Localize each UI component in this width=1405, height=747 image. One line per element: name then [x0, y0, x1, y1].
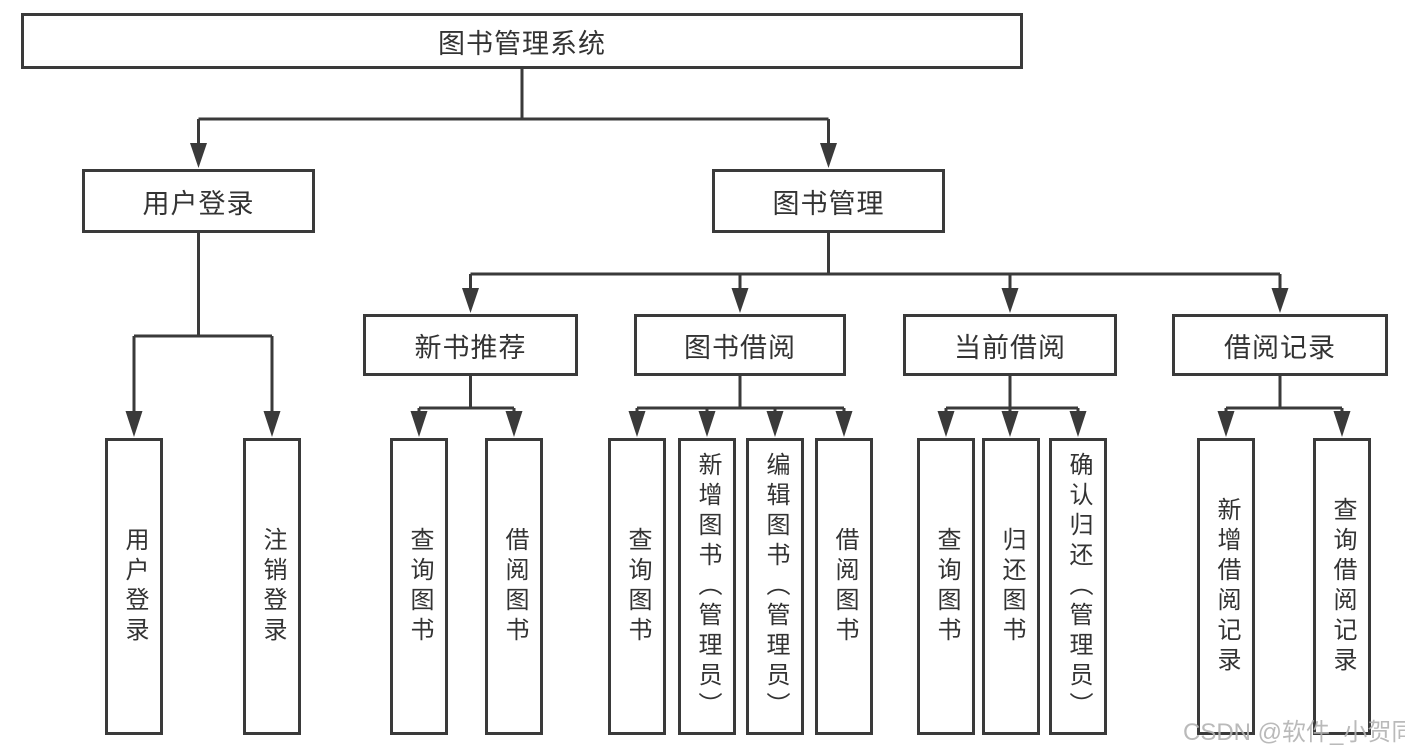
node-current-borrowing: 当前借阅 — [903, 314, 1117, 376]
leaf-label: 查询图书 — [933, 526, 960, 647]
leaf-label: 借阅图书 — [831, 526, 858, 647]
node-label: 当前借阅 — [954, 332, 1066, 363]
node-borrowing-records: 借阅记录 — [1172, 314, 1388, 376]
leaf-label: 新增借阅记录 — [1213, 496, 1240, 677]
leaf-add-books-admin: 新增图书（管理员） — [678, 438, 736, 735]
leaf-add-borrow-record: 新增借阅记录 — [1197, 438, 1255, 735]
node-library-management-system: 图书管理系统 — [21, 13, 1023, 69]
connector-line — [197, 69, 830, 146]
leaf-label: 注销登录 — [259, 526, 286, 647]
leaf-label: 编辑图书（管理员） — [762, 451, 789, 722]
arrowhead-down-icon — [462, 288, 1289, 313]
leaf-label: 用户登录 — [121, 526, 148, 647]
leaf-return-books: 归还图书 — [982, 438, 1040, 735]
connector-user-login-to-leaves — [125, 233, 281, 437]
leaf-label: 查询图书 — [624, 526, 651, 647]
connector-root-to-level2 — [190, 69, 837, 168]
leaf-label: 查询图书 — [406, 526, 433, 647]
leaf-edit-books-admin: 编辑图书（管理员） — [746, 438, 804, 735]
arrowhead-down-icon — [937, 411, 1087, 437]
leaf-label: 查询借阅记录 — [1329, 496, 1356, 677]
connector-line — [132, 233, 274, 414]
connector-book-management-to-level3 — [462, 233, 1289, 313]
connector-line — [417, 376, 516, 414]
node-new-book-recommendation: 新书推荐 — [363, 314, 578, 376]
leaf-query-books: 查询图书 — [608, 438, 666, 735]
connector-current-borrow-to-leaves — [937, 376, 1087, 437]
leaf-borrow-books: 借阅图书 — [815, 438, 873, 735]
connector-line — [635, 376, 846, 414]
connector-line — [1224, 376, 1344, 414]
leaf-confirm-return-admin: 确认归还（管理员） — [1049, 438, 1107, 735]
leaf-borrow-books: 借阅图书 — [485, 438, 543, 735]
csdn-watermark: CSDN @软件_小贺同学 — [1183, 719, 1405, 746]
node-book-management: 图书管理 — [712, 169, 945, 233]
connector-new-book-rec-to-leaves — [410, 376, 523, 437]
leaf-user-login: 用户登录 — [105, 438, 163, 735]
leaf-label: 借阅图书 — [501, 526, 528, 647]
leaf-query-books: 查询图书 — [390, 438, 448, 735]
node-label: 新书推荐 — [414, 332, 527, 363]
arrowhead-down-icon — [1217, 411, 1351, 437]
connector-line — [469, 233, 1282, 291]
leaf-label: 确认归还（管理员） — [1065, 451, 1092, 722]
node-label: 图书借阅 — [684, 332, 796, 363]
node-book-borrowing: 图书借阅 — [634, 314, 846, 376]
leaf-query-borrow-record: 查询借阅记录 — [1313, 438, 1371, 735]
node-label: 图书管理 — [772, 188, 885, 219]
connector-borrow-record-to-leaves — [1217, 376, 1351, 437]
leaf-logout: 注销登录 — [243, 438, 301, 735]
node-user-login: 用户登录 — [82, 169, 315, 233]
node-label: 图书管理系统 — [438, 28, 606, 59]
leaf-query-books: 查询图书 — [917, 438, 975, 735]
arrowhead-down-icon — [125, 411, 281, 437]
connector-line — [944, 376, 1080, 414]
connector-book-borrow-to-leaves — [628, 376, 853, 437]
leaf-label: 新增图书（管理员） — [694, 451, 721, 722]
arrowhead-down-icon — [190, 143, 837, 168]
node-label: 用户登录 — [142, 188, 255, 219]
leaf-label: 归还图书 — [998, 526, 1025, 647]
arrowhead-down-icon — [628, 411, 853, 437]
node-label: 借阅记录 — [1224, 332, 1336, 363]
arrowhead-down-icon — [410, 411, 523, 437]
